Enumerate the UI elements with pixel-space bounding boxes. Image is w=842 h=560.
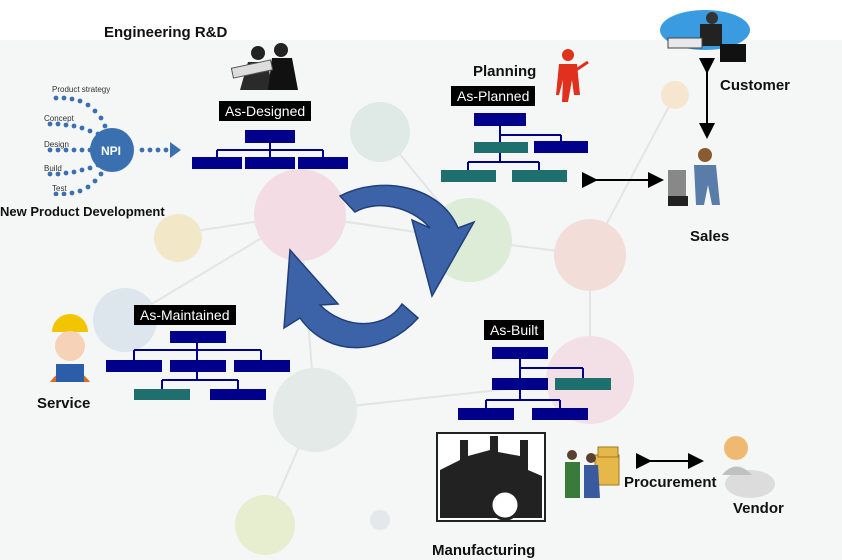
engineers-icon bbox=[230, 43, 298, 90]
npi-core-circle bbox=[90, 128, 134, 172]
npi-core-label: NPI bbox=[101, 144, 122, 158]
salesman-icon bbox=[668, 148, 720, 206]
sales-label: Sales bbox=[690, 228, 730, 245]
as-planned-leaf-node bbox=[512, 170, 567, 182]
vendor-label: Vendor bbox=[733, 500, 784, 517]
procurement-label: Procurement bbox=[624, 474, 717, 491]
npi-stage-design: Design bbox=[44, 140, 69, 149]
npi-diagram bbox=[47, 95, 181, 196]
as-built-root-node bbox=[492, 347, 548, 359]
as-designed-child-node bbox=[298, 157, 348, 169]
as-designed-badge: As-Designed bbox=[219, 101, 312, 121]
service-worker-icon bbox=[50, 314, 90, 382]
engineering-label: Engineering R&D bbox=[104, 24, 228, 41]
as-maintained-root-node bbox=[170, 331, 226, 343]
npi-stage-test: Test bbox=[52, 184, 67, 193]
factory-icon bbox=[436, 432, 546, 522]
lifecycle-cycle-arrows bbox=[283, 184, 476, 349]
as-built-leaf-node bbox=[458, 408, 514, 420]
workers-icon bbox=[565, 446, 620, 498]
as-designed-child-node bbox=[245, 157, 295, 169]
planner-icon bbox=[556, 49, 589, 102]
as-maintained-child-node bbox=[106, 360, 162, 372]
npd-label: New Product Development bbox=[0, 204, 165, 219]
as-designed-root-node bbox=[245, 130, 295, 143]
bg-circles bbox=[93, 81, 689, 555]
as-maintained-leaf-node bbox=[134, 389, 190, 400]
as-maintained-child-node bbox=[170, 360, 226, 372]
customer-label: Customer bbox=[720, 77, 791, 94]
planning-label: Planning bbox=[473, 63, 537, 80]
as-planned-badge: As-Planned bbox=[451, 86, 536, 106]
vendor-icon bbox=[722, 436, 775, 498]
as-planned-child-node bbox=[534, 141, 588, 153]
as-maintained-leaf-node bbox=[210, 389, 266, 400]
as-planned-root-node bbox=[474, 113, 526, 126]
npi-stage-product-strategy: Product strategy bbox=[52, 85, 111, 94]
as-built-badge: As-Built bbox=[484, 320, 545, 340]
as-designed-child-node bbox=[192, 157, 242, 169]
as-planned-child-node bbox=[474, 142, 528, 153]
as-built-child-node bbox=[555, 378, 611, 390]
npi-stage-build: Build bbox=[44, 164, 62, 173]
manufacturing-label: Manufacturing bbox=[432, 542, 536, 559]
as-maintained-child-node bbox=[234, 360, 290, 372]
customer-icon bbox=[660, 10, 750, 62]
as-maintained-badge: As-Maintained bbox=[134, 305, 236, 325]
as-built-leaf-node bbox=[532, 408, 588, 420]
service-label: Service bbox=[37, 395, 91, 412]
as-planned-leaf-node bbox=[441, 170, 496, 182]
npi-stage-concept: Concept bbox=[44, 114, 74, 123]
as-built-child-node bbox=[492, 378, 548, 390]
